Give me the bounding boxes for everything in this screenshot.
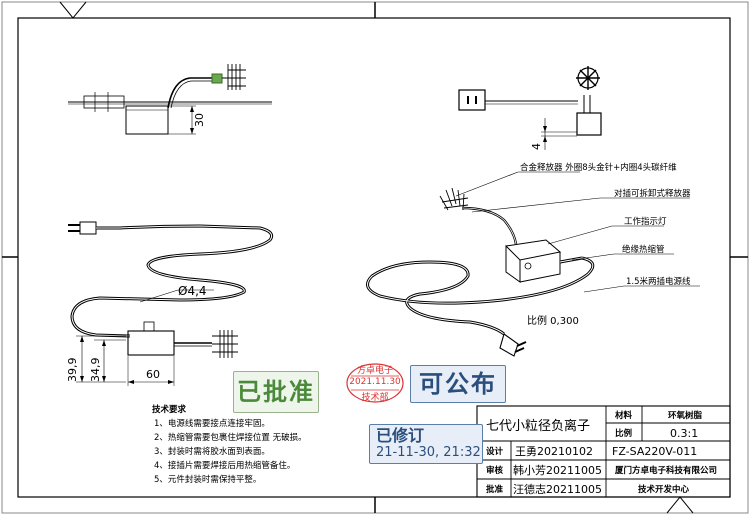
callout-detachable-releaser: 对插可拆卸式释放器: [614, 188, 691, 199]
revised-stamp: 已修订 21-11-30, 21:32: [369, 424, 483, 464]
callout-power-cord: 1.5米两插电源线: [626, 276, 691, 287]
approve-label: 批准: [486, 484, 504, 495]
scale-value: 0.3:1: [670, 427, 698, 440]
callout-alloy-releaser: 合金释放器 外圈8头金针+内圈4头碳纤维: [520, 162, 677, 173]
dim-small-label: 4: [530, 143, 543, 150]
top-left-view: [68, 64, 272, 135]
part-number: FZ-SA220V-011: [612, 445, 697, 458]
tech-note-item: 5、元件封装时需保持平整。: [154, 474, 261, 485]
tech-note-item: 4、接插片需要焊接后用热缩管备住。: [154, 460, 295, 471]
seal-line: 技术部: [361, 393, 389, 403]
top-right-view: [458, 66, 602, 150]
revised-stamp-title: 已修订: [376, 426, 425, 445]
mid-left-view: [68, 221, 274, 386]
approved-stamp-text: 已批准: [237, 378, 315, 406]
publishable-stamp: 可公布: [410, 365, 506, 403]
dim-height2-label: 34,9: [89, 358, 102, 383]
dim-height-label: 30: [193, 113, 206, 127]
tech-note-item: 3、封装时需将胶水面到表面。: [154, 446, 270, 457]
product-name: 七代小粒径负离子: [486, 418, 590, 434]
design-label: 设计: [486, 446, 504, 457]
dim-length-label: 60: [146, 368, 160, 381]
tech-note-item: 2、热缩管需要包裹住焊接位置 无破损。: [154, 432, 307, 443]
design-value: 王勇20210102: [515, 445, 593, 458]
material-value: 环氧树脂: [668, 410, 703, 421]
callout-heat-shrink-tube: 绝缘热缩管: [622, 244, 665, 255]
company-seal: 方卓电子 2021.11.30 技术部: [345, 362, 405, 404]
company-name: 厦门方卓电子科技有限公司: [615, 465, 717, 476]
revised-stamp-date: 21-11-30, 21:32: [376, 445, 481, 460]
view-scale-label: 比例 0,300: [527, 314, 579, 327]
scale-label: 比例: [615, 428, 633, 439]
review-value: 韩小芳20211005: [513, 463, 602, 477]
dim-diameter-label: Ø4,4: [178, 284, 207, 298]
callout-indicator-light: 工作指示灯: [624, 216, 667, 227]
publishable-stamp-text: 可公布: [419, 370, 497, 398]
review-label: 审核: [486, 465, 504, 476]
dim-height1-label: 39,9: [66, 358, 79, 383]
approve-value: 汪德志20211005: [513, 482, 602, 496]
approved-stamp: 已批准: [233, 371, 319, 413]
material-label: 材料: [614, 410, 633, 421]
seal-line: 方卓电子: [356, 366, 393, 376]
department-name: 技术开发中心: [638, 484, 690, 495]
seal-line: 2021.11.30: [349, 377, 401, 387]
tech-note-item: 1、电源线需要接点连接牢固。: [154, 418, 270, 429]
tech-notes-title: 技术要求: [152, 404, 187, 415]
mid-right-view: [366, 171, 700, 357]
